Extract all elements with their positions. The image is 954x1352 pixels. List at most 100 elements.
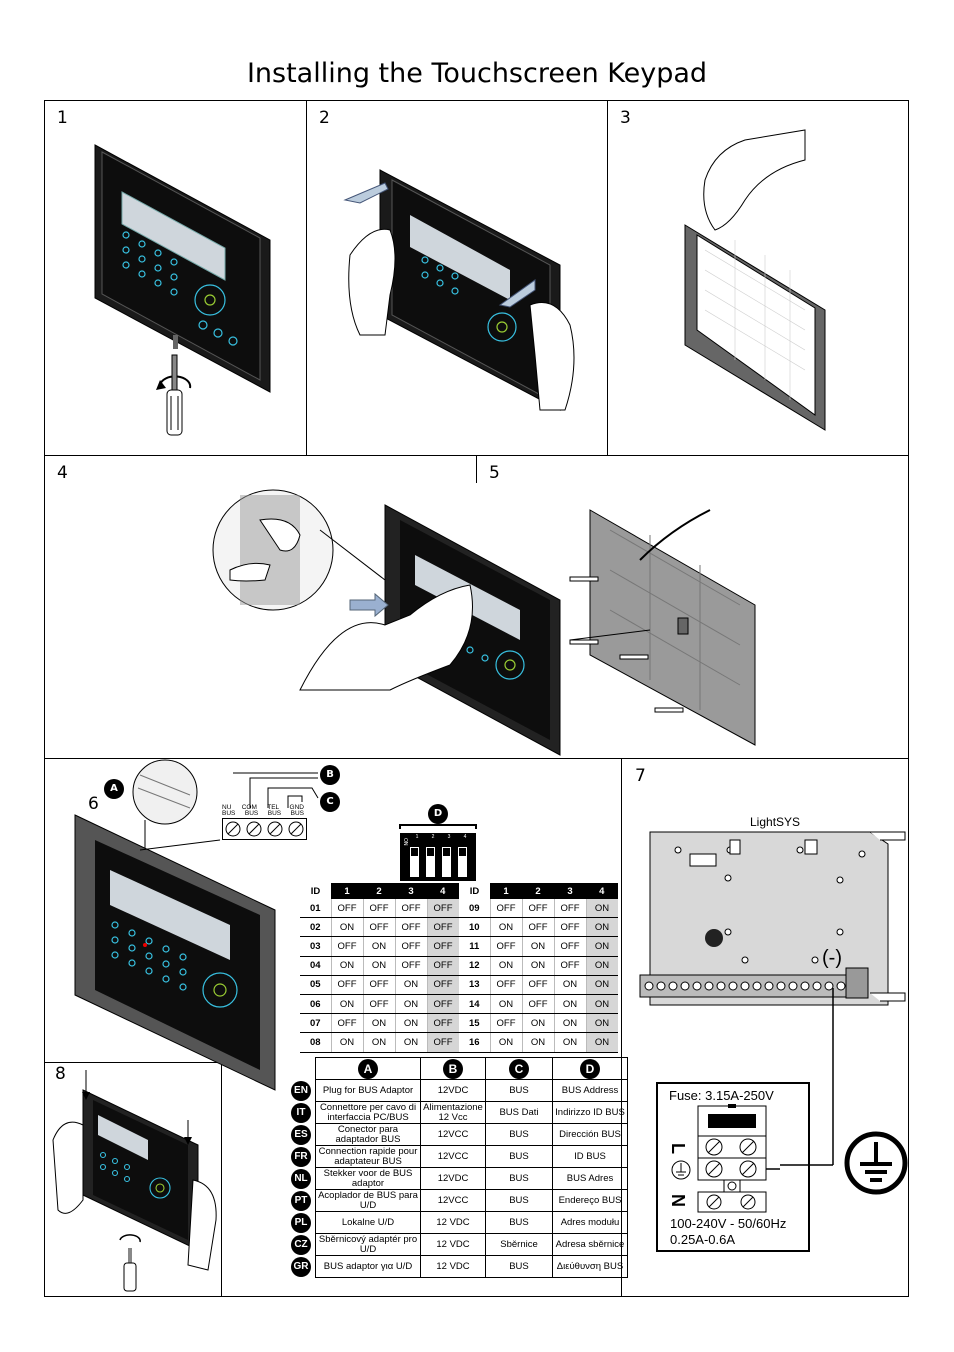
switch-cell: ON (585, 917, 618, 938)
table-cell: BUS Adres (552, 1167, 628, 1190)
line-marker: L (668, 1143, 688, 1154)
table-header: 4 (586, 883, 618, 899)
table-cell: 12 VDC (420, 1255, 486, 1278)
table-cell: Acoplador de BUS para U/D (315, 1189, 421, 1212)
switch-cell: OFF (426, 1013, 459, 1034)
divider (476, 455, 477, 483)
table-cell: Dirección BUS (552, 1123, 628, 1146)
table-cell: BUS (485, 1167, 553, 1190)
id-cell: 14 (459, 994, 490, 1015)
table-cell: 12VDC (420, 1079, 486, 1102)
corner-cell (287, 1058, 316, 1080)
switch-cell: OFF (330, 936, 363, 957)
column-header: A (315, 1057, 421, 1080)
table-cell: BUS Address (552, 1079, 628, 1102)
table-cell: 12VCC (420, 1145, 486, 1168)
callout-b: B (320, 762, 340, 785)
id-cell: 08 (300, 1032, 331, 1053)
table-cell: Sběrnicový adaptér pro U/D (315, 1233, 421, 1256)
dip-on-label: ON (402, 838, 408, 846)
switch-cell: ON (362, 1032, 395, 1053)
switch-cell: ON (394, 975, 427, 995)
switch-cell: ON (489, 956, 522, 976)
ground-icon (844, 1131, 908, 1195)
language-badge: CZ (291, 1234, 311, 1255)
switch-cell: OFF (426, 917, 459, 938)
switch-cell: OFF (521, 975, 554, 995)
switch-cell: OFF (394, 956, 427, 976)
bus-connector-lines (233, 772, 319, 808)
table-cell: Lokalne U/D (315, 1211, 421, 1234)
switch-cell: ON (362, 956, 395, 976)
switch-cell: OFF (553, 956, 586, 976)
switch-cell: ON (394, 994, 427, 1015)
switch-cell: ON (585, 975, 618, 995)
table-header: 2 (363, 883, 395, 899)
neutral-marker: N (668, 1194, 688, 1207)
switch-cell: OFF (362, 975, 395, 995)
switch-cell: OFF (489, 899, 522, 919)
switch-cell: OFF (426, 899, 459, 919)
id-cell: 02 (300, 917, 331, 938)
keypad-closing-illustration (52, 1070, 217, 1292)
language-badge: NL (291, 1168, 311, 1189)
step-8-box (44, 1062, 222, 1297)
switch-cell: OFF (362, 899, 395, 919)
table-cell: BUS Dati (485, 1101, 553, 1124)
table-cell: Adres modułu (552, 1211, 628, 1234)
id-cell: 05 (300, 975, 331, 995)
table-cell: Adresa sběrnice (552, 1233, 628, 1256)
switch-cell: ON (362, 936, 395, 957)
switch-cell: OFF (362, 994, 395, 1015)
panel-brand: LightSYS (750, 815, 801, 829)
table-header: 1 (331, 883, 363, 899)
divider (621, 758, 622, 1297)
switch-cell: ON (585, 1013, 618, 1034)
table-cell: ID BUS (552, 1145, 628, 1168)
switch-cell: OFF (394, 917, 427, 938)
switch-cell: ON (521, 1032, 554, 1053)
page-title: Installing the Touchscreen Keypad (246, 58, 708, 89)
id-cell: 12 (459, 956, 490, 976)
table-header: 3 (554, 883, 586, 899)
id-cell: 04 (300, 956, 331, 976)
switch-cell: ON (585, 994, 618, 1015)
column-header: C (485, 1057, 553, 1080)
table-cell: BUS (485, 1145, 553, 1168)
language-code: CZ (287, 1234, 316, 1256)
mounting-illustration (212, 489, 756, 756)
switch-cell: ON (394, 1013, 427, 1034)
switch-cell: OFF (426, 1032, 459, 1053)
id-cell: 16 (459, 1032, 490, 1053)
switch-cell: OFF (426, 936, 459, 957)
id-cell: 09 (459, 899, 490, 919)
switch-cell: ON (330, 917, 363, 938)
language-code: PT (287, 1190, 316, 1212)
keypad-hands-illustration (343, 169, 575, 411)
switch-cell: OFF (553, 917, 586, 938)
switch-cell: OFF (426, 975, 459, 995)
power-supply-box (656, 1082, 810, 1252)
table-cell: 12VDC (420, 1167, 486, 1190)
switch-cell: OFF (553, 899, 586, 919)
id-cell: 13 (459, 975, 490, 995)
table-cell: Endereço BUS (552, 1189, 628, 1212)
column-badge: A (358, 1058, 378, 1079)
step-number: 7 (635, 766, 646, 786)
step-number: 5 (489, 463, 500, 483)
step-number: 3 (620, 108, 631, 128)
